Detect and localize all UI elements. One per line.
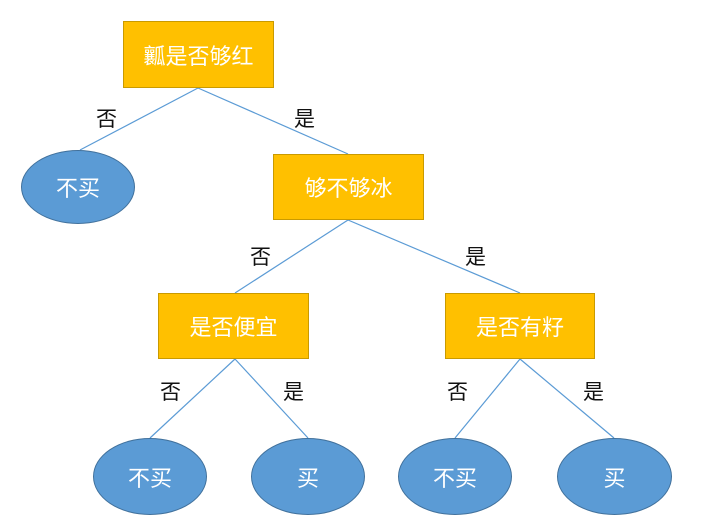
node-cold: 够不够冰 bbox=[273, 154, 424, 220]
node-cheap-label: 是否便宜 bbox=[189, 316, 278, 341]
edge-seeds-yes-label: 是 bbox=[583, 380, 604, 404]
node-cheap: 是否便宜 bbox=[158, 293, 309, 359]
leaf-seeds-no: 不买 bbox=[398, 438, 512, 515]
node-seeds: 是否有籽 bbox=[445, 293, 595, 359]
leaf-cheap-no: 不买 bbox=[93, 438, 207, 515]
leaf-cheap-no-label: 不买 bbox=[127, 466, 172, 492]
edge-root-no-label: 否 bbox=[96, 107, 117, 131]
leaf-cheap-yes-label: 买 bbox=[296, 466, 319, 492]
edge-seeds-no-label: 否 bbox=[447, 380, 468, 404]
edge-root-yes-line bbox=[197, 87, 349, 155]
edge-cheap-no-line bbox=[149, 358, 236, 439]
node-seeds-label: 是否有籽 bbox=[475, 316, 564, 341]
leaf-root-no: 不买 bbox=[21, 150, 135, 224]
leaf-seeds-no-label: 不买 bbox=[432, 466, 477, 492]
leaf-cheap-yes: 买 bbox=[251, 438, 365, 515]
edge-seeds-no-line bbox=[454, 358, 521, 439]
edge-cold-no-label: 否 bbox=[250, 245, 271, 269]
edge-cold-yes-label: 是 bbox=[465, 245, 486, 269]
edge-root-yes-label: 是 bbox=[294, 107, 315, 131]
leaf-seeds-yes: 买 bbox=[557, 438, 672, 515]
node-root: 瓤是否够红 bbox=[123, 21, 274, 88]
leaf-root-no-label: 不买 bbox=[55, 177, 100, 202]
edge-cheap-no-label: 否 bbox=[160, 380, 181, 404]
edge-cheap-yes-line bbox=[234, 358, 309, 439]
edge-cheap-yes-label: 是 bbox=[283, 380, 304, 404]
edge-cold-yes-line bbox=[347, 219, 521, 294]
edge-cold-no-line bbox=[234, 219, 349, 294]
node-root-label: 瓤是否够红 bbox=[143, 44, 254, 70]
leaf-seeds-yes-label: 买 bbox=[603, 466, 626, 492]
edge-seeds-yes-line bbox=[519, 358, 615, 439]
edge-root-no-line bbox=[79, 87, 199, 151]
node-cold-label: 够不够冰 bbox=[304, 177, 393, 202]
